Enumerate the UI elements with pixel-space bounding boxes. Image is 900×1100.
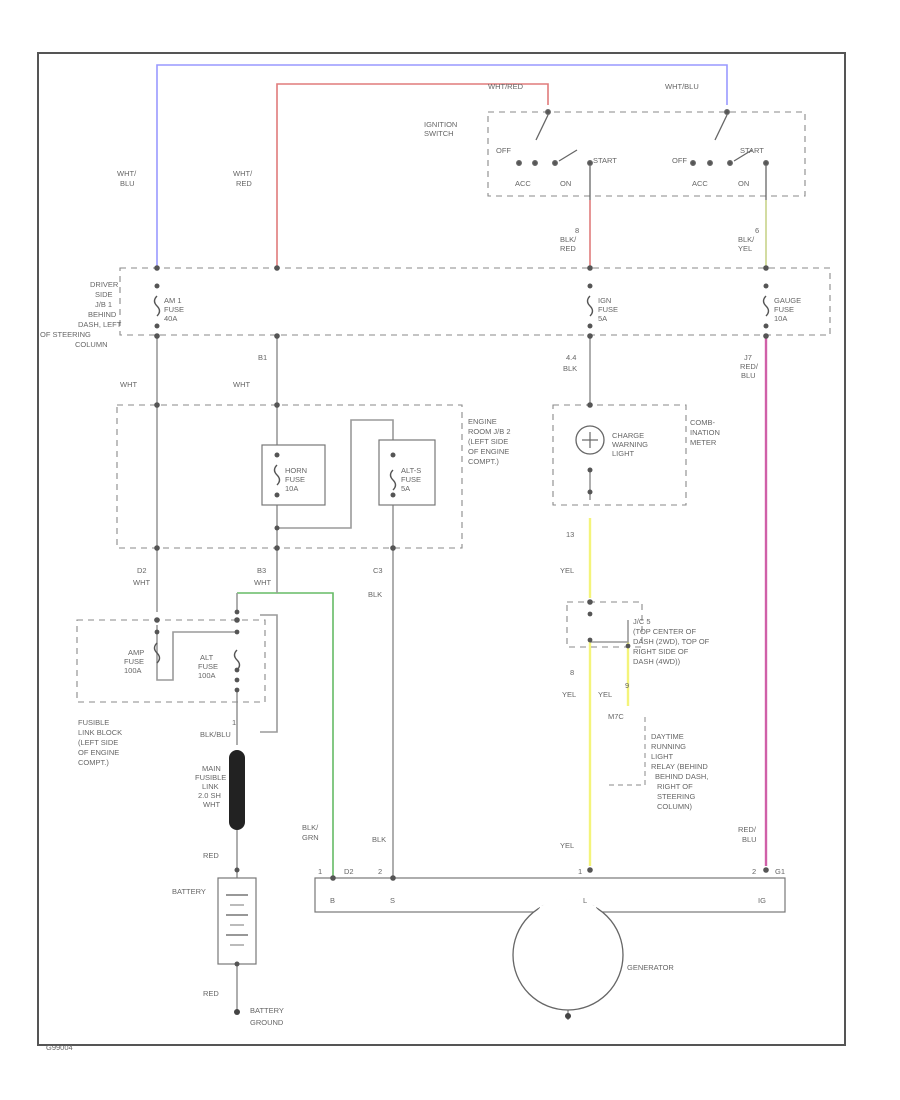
red-1-label: RED [203,851,219,860]
main-fusible-link-icon [229,750,245,830]
gen-term-s: S [390,896,395,905]
wire-blk-grn-label: BLK/GRN [302,823,319,842]
gen-pin-2b: 2 [752,867,756,876]
battery-icon [217,877,257,965]
connection-nodes [154,265,769,967]
alt-s-fuse-box [378,439,436,506]
wire-blk-label: BLK [372,835,386,844]
red-2-label: RED [203,989,219,998]
wire-wht-blu [156,64,728,268]
yel-pin-8-color: YEL [562,690,576,699]
gen-pin-d2: D2 [344,867,354,876]
wire-m7-label: M7C [608,712,624,721]
switch-left-start: START [593,156,617,165]
gen-pin-1b: 1 [578,867,582,876]
gen-pin-g1: G1 [775,867,785,876]
generator-label: GENERATOR [627,963,674,972]
battery-label: BATTERY [172,887,206,896]
fusible-link-block-box [76,619,266,703]
switch-right-start: START [740,146,764,155]
generator-icon [512,899,624,1011]
switch-right-on: ON [738,179,749,188]
wire-blk-grn [237,592,334,880]
jc-box [566,601,643,648]
wire-wht-red [276,83,549,268]
top-mid-wire-label: WHT/RED [488,82,524,91]
wires-black [156,336,629,1020]
yel-pin-9-color: YEL [598,690,612,699]
wht-2-label: WHT [233,380,250,389]
wire-b1-label: B1 [258,353,267,362]
switch-right-off: OFF [672,156,687,165]
gen-pin-2: 2 [378,867,382,876]
ignition-switch-box [487,111,806,197]
yel-pin-8: 8 [570,668,574,677]
gen-term-l: L [583,896,587,905]
switch-right-acc: ACC [692,179,708,188]
yel-pin-9: 9 [625,681,629,690]
left-wire-label: WHT/BLU [117,169,137,188]
gen-pin-1: 1 [318,867,322,876]
switch-left-off: OFF [496,146,511,155]
diagram-frame [37,52,846,1046]
switch-left-on: ON [560,179,571,188]
horn-fuse-box [261,444,326,506]
red-wire-label: WHT/RED [233,169,253,188]
switch-left-acc: ACC [515,179,531,188]
gen-term-b: B [330,896,335,905]
generator-ground-icon [565,1013,571,1019]
fuse-symbols [153,295,770,671]
engine-room-jb-box [116,404,463,549]
figure-id: G99004 [46,1043,73,1052]
ignition-switch-left-contacts [516,109,593,200]
wire-red-blu-2-label: RED/BLU [738,825,757,844]
combination-meter-box [552,404,687,506]
yel-2-label: YEL [560,841,574,850]
top-right-wire-label: WHT/BLU [665,82,699,91]
battery-ground-icon [234,1009,240,1015]
charge-warning-lamp-icon [575,425,605,455]
ignition-switch-right-contacts [690,109,769,200]
gen-term-ig: IG [758,896,766,905]
wire-13-label: 13 [566,530,574,539]
yel-1-label: YEL [560,566,574,575]
driver-jb-box [119,267,831,336]
wht-1-label: WHT [120,380,137,389]
